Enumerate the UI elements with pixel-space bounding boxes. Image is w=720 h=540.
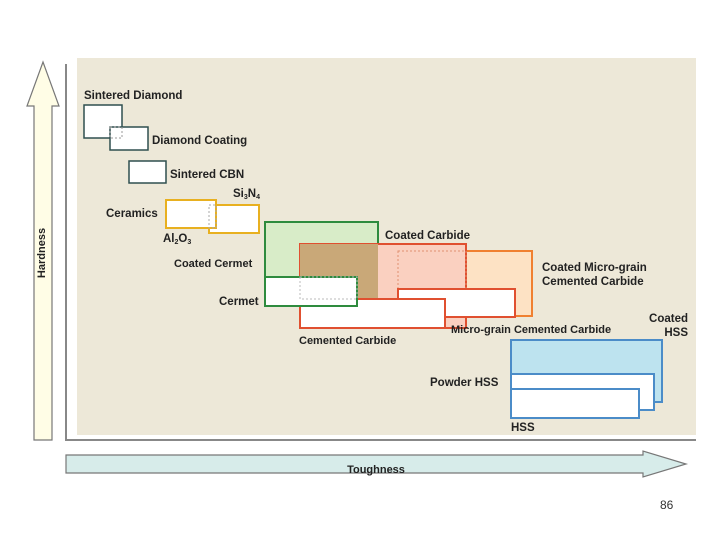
sintered-cbn-box	[128, 160, 167, 184]
hardness-axis-label: Hardness	[36, 227, 48, 279]
label-coated-micro-grain-line2: Cemented Carbide	[542, 276, 644, 288]
label-coated-hss-line2: HSS	[664, 327, 688, 339]
diamond-coating-box	[109, 126, 149, 151]
label-diamond-coating: Diamond Coating	[152, 135, 248, 147]
toughness-axis-label: Toughness	[347, 464, 405, 476]
label-cemented-carbide: Cemented Carbide	[299, 335, 397, 347]
cermet-overlap-box	[299, 276, 358, 300]
label-sintered-cbn: Sintered CBN	[170, 169, 245, 181]
toughness-arrow	[65, 450, 689, 478]
label-coated-micro-grain-line1: Coated Micro-grain	[542, 262, 647, 274]
label-coated-carbide: Coated Carbide	[385, 230, 470, 242]
label-coated-hss-line1: Coated	[649, 313, 688, 325]
diamond-overlap-box	[109, 126, 123, 139]
label-al2o3: Al2O3	[163, 233, 192, 246]
micro-grain-overlap-box	[397, 250, 467, 317]
hss-box	[510, 388, 640, 419]
label-coated-cermet: Coated Cermet	[174, 258, 253, 270]
ceramics-overlap-box	[208, 204, 217, 229]
label-hss: HSS	[511, 422, 535, 434]
hardness-arrow	[26, 60, 60, 441]
label-powder-hss: Powder HSS	[430, 377, 499, 389]
label-sintered-diamond: Sintered Diamond	[84, 90, 183, 102]
label-cermet: Cermet	[219, 296, 259, 308]
cermet-box	[264, 276, 358, 307]
label-ceramics: Ceramics	[106, 208, 158, 220]
label-si3n4: Si3N4	[233, 188, 260, 201]
al2o3-box	[165, 199, 217, 229]
label-micro-grain-cemented-carbide: Micro-grain Cemented Carbide	[451, 324, 612, 336]
page-number: 86	[660, 498, 674, 512]
